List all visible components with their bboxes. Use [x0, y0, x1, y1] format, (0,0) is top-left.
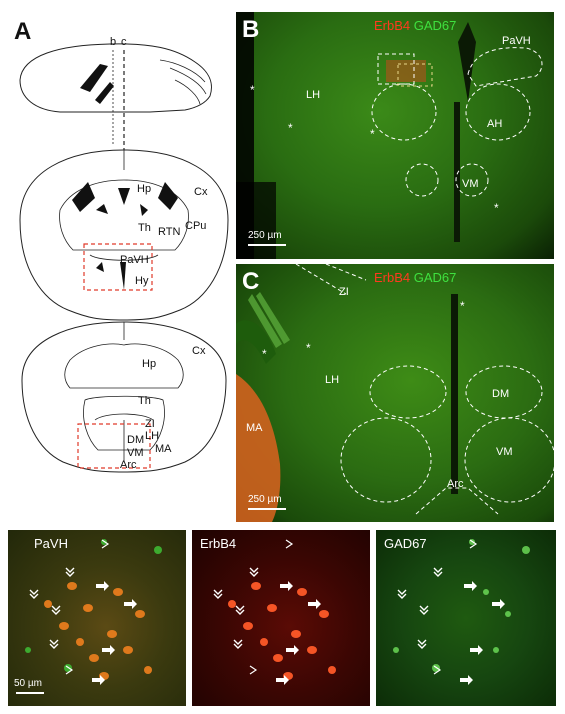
cut-label-b: b [110, 36, 117, 48]
panel-d-gad67-cells [393, 539, 530, 685]
panel-c-micrograph: * * * C ErbB4 GAD67 ZI LH DM MA VM Arc 2… [236, 264, 554, 522]
panel-d-gad67-micrograph: GAD67 [376, 530, 556, 706]
a2-label-ma: MA [155, 443, 172, 455]
panel-a-schematic: b c Hp Cx Th RTN CPu PaVH Hy Hp Cx Th ZI… [0, 0, 240, 500]
a2-label-cx: Cx [192, 345, 206, 357]
panel-d-merged-cells [25, 539, 162, 685]
c-label-zi: ZI [339, 286, 349, 298]
a2-label-th: Th [138, 395, 151, 407]
panel-d-merged-micrograph: PaVH 50 µm [8, 530, 186, 706]
a2-label-zi: ZI [145, 418, 155, 430]
svg-text:*: * [494, 201, 499, 215]
panel-c-scalebar-label: 250 µm [248, 494, 282, 505]
panel-b-overlay: * * * * [236, 12, 543, 259]
panel-d-erbb4-micrograph: ErbB4 [192, 530, 370, 706]
c-label-dm: DM [492, 388, 510, 400]
c-label-ma: MA [246, 422, 263, 434]
a1-label-hp: Hp [137, 183, 152, 195]
c-label-arc: Arc [447, 478, 464, 490]
a1-label-cpu: CPu [185, 220, 207, 232]
panel-c-title: ErbB4 GAD67 [374, 270, 457, 285]
panel-d-erbb4-cells [213, 539, 336, 685]
b-label-lh: LH [306, 89, 321, 101]
panel-b-title-erbb4: ErbB4 [374, 18, 411, 33]
svg-text:*: * [288, 121, 293, 135]
a2-label-lh: LH [145, 430, 160, 442]
c-label-lh: LH [325, 374, 340, 386]
b-label-pavh: PaVH [502, 35, 531, 47]
panel-b-title: ErbB4 GAD67 [374, 18, 457, 33]
a2-label-hp: Hp [142, 358, 157, 370]
a2-label-vm: VM [127, 447, 144, 459]
a1-label-hy: Hy [135, 275, 149, 287]
panel-b-micrograph: * * * * B ErbB4 GAD67 PaVH LH AH VM 250 … [236, 12, 554, 259]
panel-c-title-erbb4: ErbB4 [374, 270, 411, 285]
b-label-vm: VM [462, 178, 479, 190]
panel-b-scalebar-label: 250 µm [248, 230, 282, 241]
a1-label-pavh: PaVH [120, 254, 149, 266]
cut-label-c: c [121, 36, 127, 48]
a2-label-dm: DM [127, 434, 145, 446]
panel-label-c: C [242, 268, 260, 295]
svg-text:*: * [306, 341, 311, 355]
panel-label-a: A [14, 18, 32, 45]
panel-d-gad67-title: GAD67 [384, 536, 427, 551]
panel-c-title-gad67: GAD67 [413, 270, 457, 285]
panel-b-title-gad67: GAD67 [413, 18, 457, 33]
svg-text:*: * [250, 83, 255, 97]
panel-c-overlay: * * * [236, 264, 554, 522]
a1-label-th: Th [138, 222, 151, 234]
panel-d-scalebar [16, 692, 44, 694]
c-label-vm: VM [496, 446, 513, 458]
panel-label-b: B [242, 16, 260, 43]
a1-label-cx: Cx [194, 186, 208, 198]
a1-label-rtn: RTN [158, 226, 181, 238]
panel-c-scalebar [248, 508, 286, 510]
svg-text:*: * [262, 347, 267, 361]
panel-d-merged-title: PaVH [34, 536, 68, 551]
panel-d-scalebar-label: 50 µm [14, 678, 42, 689]
svg-text:*: * [460, 299, 465, 313]
svg-text:*: * [370, 127, 375, 141]
brain-atlas-drawing [19, 43, 229, 473]
panel-b-scalebar [248, 244, 286, 246]
b-label-ah: AH [487, 118, 503, 130]
a2-label-arc: Arc [120, 459, 137, 471]
panel-d-erbb4-title: ErbB4 [200, 536, 237, 551]
